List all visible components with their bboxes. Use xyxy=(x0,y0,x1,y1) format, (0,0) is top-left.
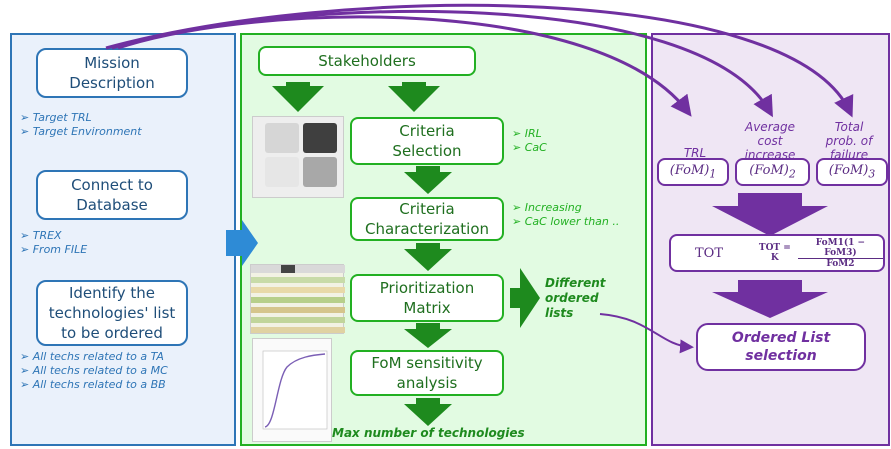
mission-description-box[interactable]: Mission Description xyxy=(36,48,188,98)
list-item: All techs related to a TA xyxy=(20,350,168,364)
criteria-selection-box[interactable]: Criteria Selection xyxy=(350,117,504,165)
formula-denominator: FoM2 xyxy=(826,258,855,269)
green-arrow-stakeholders-left xyxy=(272,82,324,112)
list-item: From FILE xyxy=(20,243,87,257)
fom1-text: (FoM) xyxy=(669,163,710,179)
connector-to-ordered-list xyxy=(599,313,694,354)
green-arrow-sensitivity xyxy=(404,398,452,426)
list-item: Target Environment xyxy=(20,125,142,139)
list-item: TREX xyxy=(20,229,87,243)
green-arrow-characterization xyxy=(404,243,452,271)
list-item: Increasing xyxy=(512,201,619,215)
formula-numerator: FoM1(1 − FoM3) xyxy=(797,238,883,259)
green-arrow-stakeholders-right xyxy=(388,82,440,112)
list-item: All techs related to a MC xyxy=(20,364,168,378)
list-item: All techs related to a BB xyxy=(20,378,168,392)
fom2-sub: 2 xyxy=(788,167,796,181)
green-arrow-prioritization xyxy=(404,323,452,348)
blue-block-arrow xyxy=(226,220,258,266)
ordered-list-selection-box[interactable]: Ordered List selection xyxy=(696,323,866,371)
green-arrow-selection xyxy=(404,166,452,194)
fom3-sub: 3 xyxy=(868,167,876,181)
identify-items-list: All techs related to a TA All techs rela… xyxy=(20,350,168,392)
tot-label: TOT xyxy=(695,245,723,261)
purple-arrow-tot xyxy=(712,280,828,318)
connect-database-box[interactable]: Connect to Database xyxy=(36,170,188,220)
fom2-text: (FoM) xyxy=(749,163,789,179)
green-arrow-right xyxy=(510,268,540,328)
database-items-list: TREX From FILE xyxy=(20,229,87,257)
max-technologies-label: Max number of technologies xyxy=(332,426,525,440)
characterization-items-list: Increasing CaC lower than .. xyxy=(512,201,620,229)
formula-lhs: TOT = K xyxy=(758,243,791,263)
prioritization-table-thumbnail xyxy=(250,264,345,334)
fom3-text: (FoM) xyxy=(828,163,869,179)
total-failure-label: Total prob. of failure xyxy=(825,120,873,162)
fom1-sub: 1 xyxy=(709,167,717,181)
different-ordered-lists-label: Different ordered lists xyxy=(545,276,606,320)
criteria-characterization-box[interactable]: Criteria Characterization xyxy=(350,197,504,241)
fom-sensitivity-box[interactable]: FoM sensitivity analysis xyxy=(350,350,504,396)
prioritization-matrix-box[interactable]: Prioritization Matrix xyxy=(350,274,504,322)
sensitivity-curve-thumbnail xyxy=(252,338,332,442)
list-item: IRL xyxy=(512,127,547,141)
fom1-box: (FoM)1 xyxy=(657,158,729,186)
mission-items-list: Target TRL Target Environment xyxy=(20,111,142,139)
fom3-box: (FoM)3 xyxy=(816,158,888,186)
fom2-box: (FoM)2 xyxy=(735,158,810,186)
list-item: CaC lower than .. xyxy=(512,215,620,229)
connector-to-failure xyxy=(105,3,854,118)
purple-arrow-fom xyxy=(712,193,828,236)
formula-fraction: FoM1(1 − FoM3) FoM2 xyxy=(797,238,883,269)
list-item: CaC xyxy=(512,141,547,155)
identify-technologies-box[interactable]: Identify the technologies' list to be or… xyxy=(36,280,188,346)
tot-formula-box: TOT TOT = K FoM1(1 − FoM3) FoM2 xyxy=(669,234,885,272)
list-item: Target TRL xyxy=(20,111,142,125)
selection-items-list: IRL CaC xyxy=(512,127,547,155)
stakeholder-matrix-thumbnail xyxy=(252,116,344,198)
stakeholders-box[interactable]: Stakeholders xyxy=(258,46,476,76)
